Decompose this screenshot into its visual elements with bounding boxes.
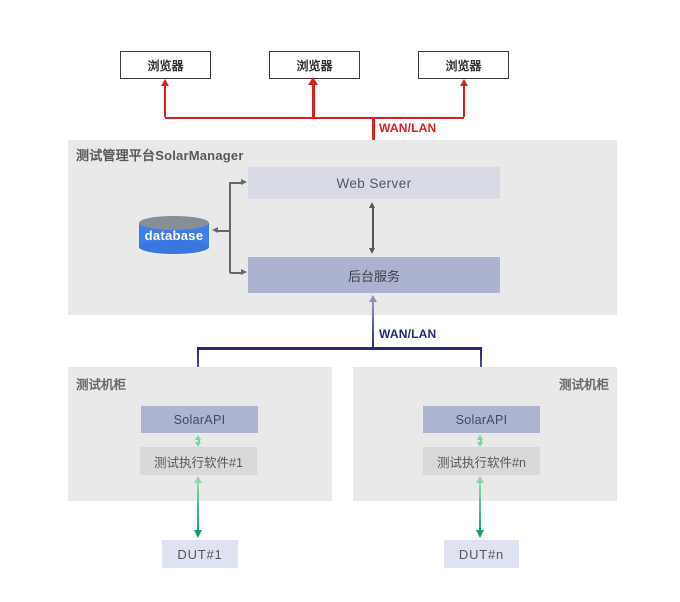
arrow-up-icon (308, 77, 318, 85)
wan-trunk-line (372, 117, 375, 140)
arrow-right-icon (241, 179, 247, 185)
wan-horizontal-line (197, 347, 482, 350)
dut-label: DUT#n (458, 546, 505, 562)
arrow-up-icon (194, 476, 202, 483)
dut-label: DUT#1 (177, 546, 223, 562)
database-cylinder-bottom (139, 240, 209, 254)
software-label: 测试执行软件#n (437, 455, 526, 470)
cabinet-title-1: 测试机柜 (76, 378, 127, 392)
cabinet-title-2: 测试机柜 (558, 378, 609, 392)
software-label: 测试执行软件#1 (154, 455, 243, 470)
arrow-up-icon (195, 435, 201, 440)
backend-wan-line (372, 302, 374, 349)
backend-service-node: 后台服务 (248, 257, 500, 293)
software-node-1: 测试执行软件#1 (140, 447, 257, 475)
arrow-up-icon (369, 202, 375, 208)
api-software-line-1 (197, 439, 200, 443)
arrow-down-icon (475, 530, 484, 538)
database-label: database (144, 228, 204, 243)
solarapi-label: SolarAPI (455, 412, 508, 427)
software-dut-line-1 (197, 482, 199, 532)
connector-to-webserver-line (230, 182, 242, 184)
arrow-up-icon (460, 79, 468, 86)
arrow-up-icon (476, 476, 484, 483)
arrow-down-icon (193, 530, 202, 538)
software-dut-line-2 (479, 482, 481, 532)
arrow-down-icon (195, 442, 201, 447)
connector-to-backend-line (230, 272, 242, 274)
solarapi-label: SolarAPI (173, 412, 226, 427)
web-server-node: Web Server (248, 167, 500, 199)
browser-label: 浏览器 (445, 58, 482, 73)
api-software-line-2 (479, 439, 482, 443)
arrow-up-icon (369, 295, 377, 302)
solarapi-node-2: SolarAPI (423, 406, 540, 433)
browser-node-1: 浏览器 (120, 51, 211, 79)
arrow-left-icon (212, 227, 218, 233)
browser-node-3: 浏览器 (418, 51, 509, 79)
arrow-right-icon (241, 269, 247, 275)
arrow-down-icon (477, 442, 483, 447)
dut-node-1: DUT#1 (162, 540, 238, 568)
top-wan-lan-label: WAN/LAN (379, 121, 437, 135)
browser-label: 浏览器 (147, 58, 184, 73)
platform-title: 测试管理平台SolarManager (76, 148, 244, 163)
browser-link-right-line (463, 85, 465, 117)
bottom-wan-lan-label: WAN/LAN (379, 327, 437, 341)
dut-node-2: DUT#n (444, 540, 519, 568)
cabinet-panel-2 (353, 367, 617, 501)
database-cylinder-top (139, 216, 209, 230)
arrow-up-icon (477, 435, 483, 440)
backend-service-label: 后台服务 (347, 268, 400, 284)
webserver-backend-line (372, 206, 374, 250)
connector-vertical-line (229, 182, 231, 273)
arrow-up-icon (161, 79, 169, 86)
browser-node-2: 浏览器 (269, 51, 360, 79)
web-server-label: Web Server (336, 175, 412, 191)
browser-label: 浏览器 (296, 58, 333, 73)
arrow-down-icon (369, 248, 375, 254)
browser-link-horizontal-line (165, 117, 464, 119)
software-node-2: 测试执行软件#n (423, 447, 540, 475)
browser-link-middle-line (312, 84, 315, 117)
browser-link-left-line (164, 85, 166, 117)
connector-to-database-line (218, 230, 230, 232)
solarapi-node-1: SolarAPI (141, 406, 258, 433)
